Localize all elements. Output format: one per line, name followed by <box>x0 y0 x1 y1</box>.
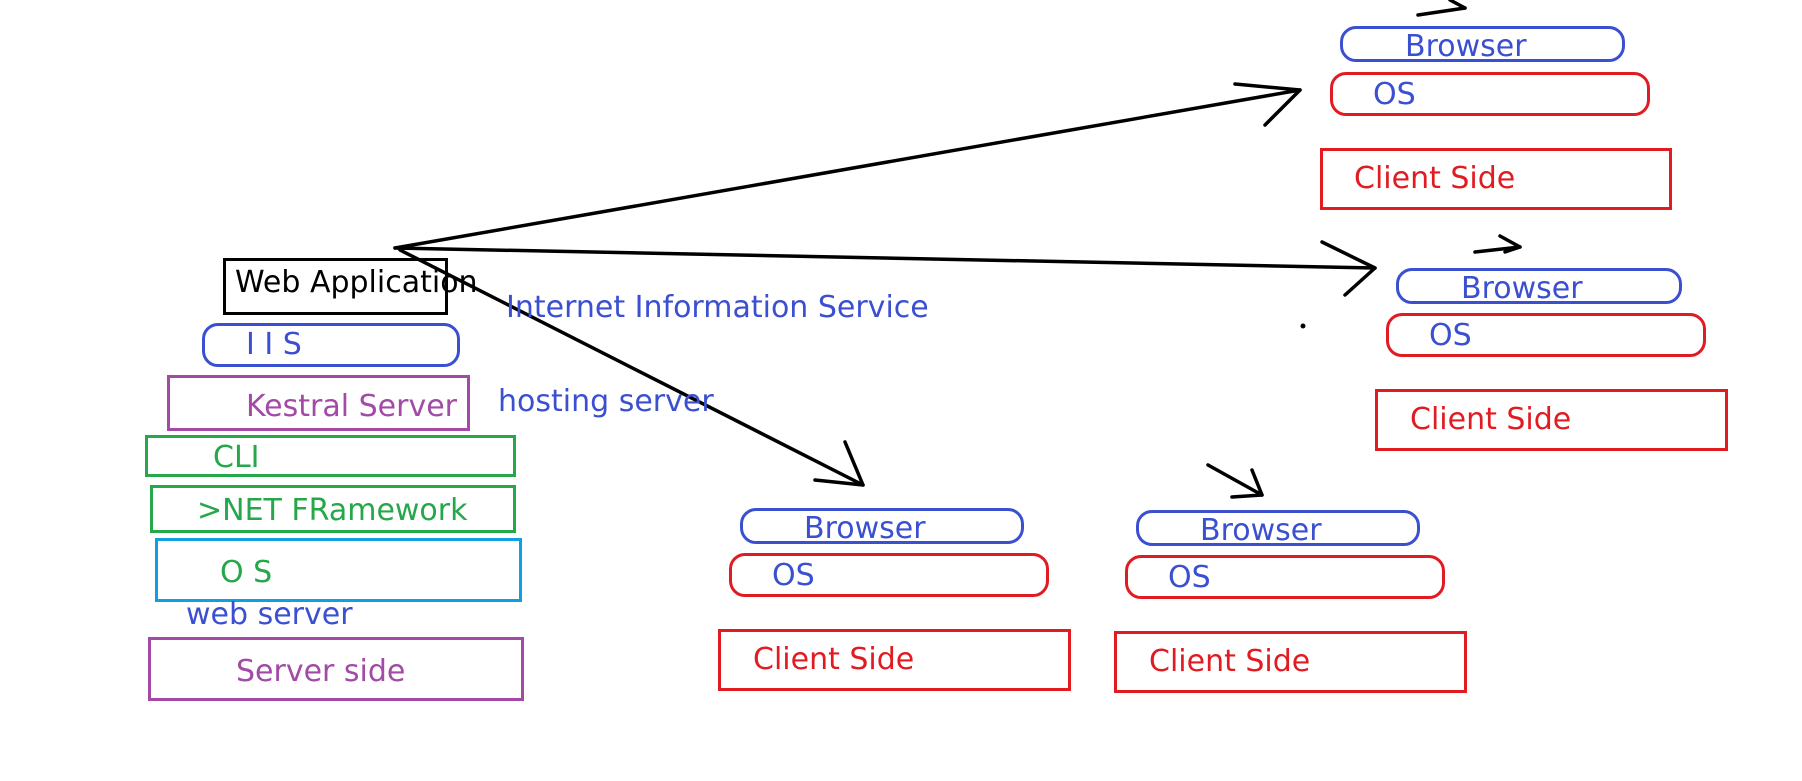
client-side-label: Client Side <box>1149 644 1311 679</box>
kestral-server-label: Kestral Server <box>246 389 457 424</box>
os-label: OS <box>772 558 815 593</box>
browser-label: Browser <box>1200 513 1322 548</box>
iis-box <box>202 323 460 367</box>
os-box <box>1330 72 1650 116</box>
dotnet-framework-label: >NET FRamework <box>197 493 468 528</box>
iis-label: I I S <box>246 327 302 362</box>
os-label: OS <box>1429 318 1472 353</box>
client-side-label: Client Side <box>1354 161 1516 196</box>
dotnet-framework-box <box>150 485 516 533</box>
browser-label: Browser <box>1405 29 1527 64</box>
browser-box <box>1340 26 1625 62</box>
stray-dot <box>1300 323 1306 329</box>
browser-label: Browser <box>1461 271 1583 306</box>
arrow-to-client-bottom-left <box>398 248 865 487</box>
os-box <box>155 538 522 602</box>
browser-box <box>1396 268 1682 304</box>
iis-full-name-annotation: Internet Information Service <box>506 290 929 325</box>
client-side-box <box>1375 389 1728 451</box>
kestral-server-box <box>167 375 470 431</box>
client-side-box <box>1320 148 1672 210</box>
web-server-label: web server <box>186 597 353 632</box>
cli-label: CLI <box>213 440 260 475</box>
arrow-to-client-middle-right <box>393 240 1377 297</box>
server-side-box <box>148 637 524 701</box>
client-side-box <box>1114 631 1467 693</box>
arrow-stub-middle-right <box>1473 234 1522 254</box>
os-box <box>1386 313 1706 357</box>
os-label: OS <box>1373 77 1416 112</box>
browser-label: Browser <box>804 511 926 546</box>
cli-box <box>145 435 516 477</box>
client-side-label: Client Side <box>753 642 915 677</box>
client-side-box <box>718 629 1071 691</box>
client-side-label: Client Side <box>1410 402 1572 437</box>
browser-box <box>1136 510 1420 546</box>
arrow-to-client-top-right <box>393 82 1302 250</box>
os-box <box>729 553 1049 597</box>
arrow-stub-bottom-right <box>1206 463 1264 499</box>
arrow-stub-top-right <box>1416 0 1467 17</box>
os-box <box>1125 555 1445 599</box>
os-label: O S <box>220 555 273 590</box>
server-side-label: Server side <box>236 654 406 689</box>
web-application-box <box>223 258 448 315</box>
os-label: OS <box>1168 560 1211 595</box>
hosting-server-annotation: hosting server <box>498 384 714 419</box>
browser-box <box>740 508 1024 544</box>
web-application-label: Web Application <box>235 265 478 300</box>
